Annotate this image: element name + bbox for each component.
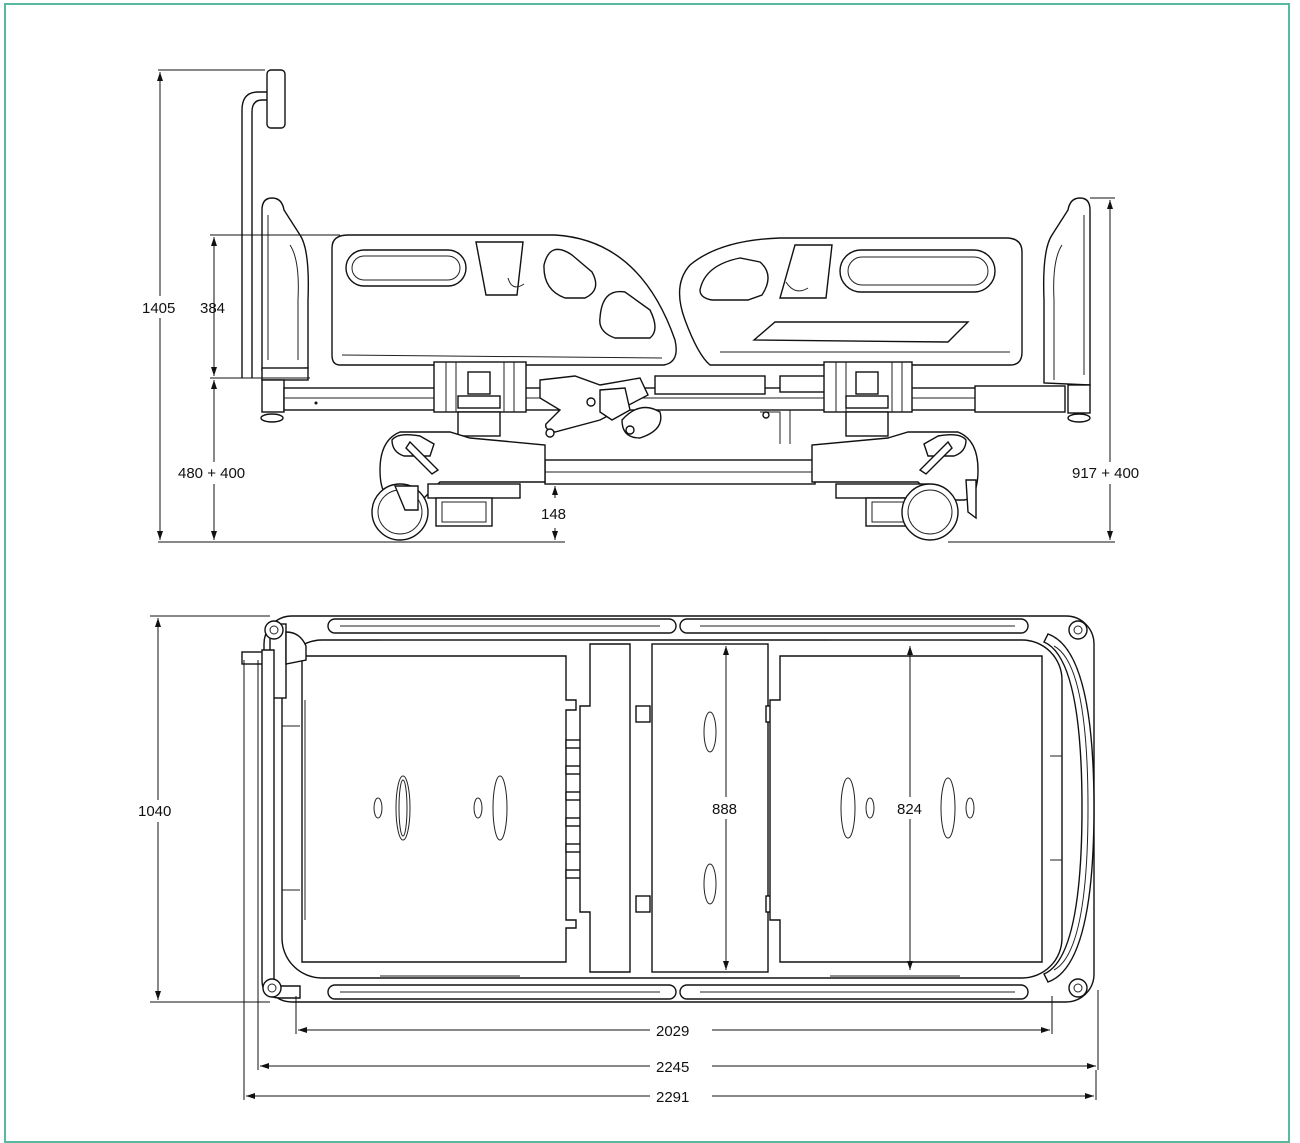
label-length-c: 2291	[656, 1089, 689, 1106]
top-view	[150, 615, 1099, 1100]
left-headboard	[260, 197, 309, 423]
label-length-b: 2245	[656, 1059, 689, 1076]
label-inner-width-b: 824	[897, 801, 922, 818]
label-width: 1040	[138, 803, 171, 820]
left-siderail	[331, 234, 677, 366]
label-height-right: 917 + 400	[1072, 465, 1139, 482]
right-lift-column	[823, 361, 913, 437]
mattress-section-seat	[579, 643, 631, 973]
left-lift-column	[433, 361, 527, 437]
center-mechanism	[539, 375, 791, 444]
mattress-section-head	[301, 655, 577, 963]
right-headboard	[1043, 197, 1091, 423]
label-total-height: 1405	[142, 300, 175, 317]
left-base-housing	[371, 431, 546, 541]
label-ground-clearance: 148	[541, 506, 566, 523]
label-inner-width-a: 888	[712, 801, 737, 818]
top-footboard	[1043, 633, 1095, 983]
label-rail-height: 384	[200, 300, 225, 317]
corner-wheels	[262, 620, 1088, 998]
right-siderail	[678, 237, 1023, 366]
label-length-a: 2029	[656, 1023, 689, 1040]
label-height-left: 480 + 400	[178, 465, 245, 482]
base-frame	[544, 459, 816, 485]
side-view	[157, 69, 1115, 543]
dimension-labels: 1405 384 480 + 400 917 + 400 148 1040 88…	[134, 296, 1154, 1106]
right-base-housing	[811, 431, 979, 541]
main-frame	[283, 375, 1066, 413]
iv-pole	[241, 69, 286, 378]
